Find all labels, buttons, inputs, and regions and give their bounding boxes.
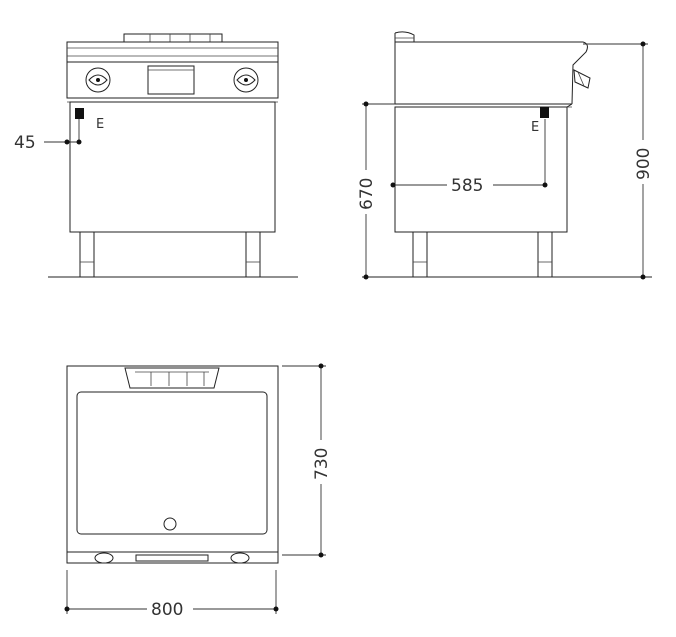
top-drawer-handle [135, 554, 209, 562]
front-leg-left [79, 231, 95, 278]
front-view: E 45 [14, 33, 298, 278]
dim-900-label: 900 [634, 148, 654, 180]
side-knob-icon [573, 69, 591, 89]
front-marker-label: E [96, 117, 104, 132]
side-leg-left [412, 231, 428, 278]
front-connection-marker [75, 108, 84, 119]
top-knob-left-icon [94, 552, 114, 564]
front-drawer [147, 65, 195, 95]
dim-670-label: 670 [357, 178, 377, 210]
dim-45-label: 45 [14, 133, 36, 153]
side-view: E 585 670 900 [357, 31, 654, 280]
top-back-vent [124, 367, 220, 389]
side-leg-right [537, 231, 553, 278]
dim-730-label: 730 [312, 448, 332, 480]
top-outline [66, 365, 279, 564]
side-marker-label: E [531, 120, 539, 135]
knob-right-icon [233, 67, 259, 93]
top-drain-icon [163, 517, 177, 531]
top-knob-right-icon [230, 552, 250, 564]
dim-585-label: 585 [451, 176, 483, 196]
side-top-profile [394, 31, 588, 105]
side-body [394, 106, 568, 233]
top-cooking-plate [76, 391, 268, 535]
front-leg-right [245, 231, 261, 278]
dim-800-label: 800 [151, 600, 183, 620]
side-connection-marker [540, 107, 549, 118]
knob-left-icon [85, 67, 111, 93]
front-back-splash [123, 33, 223, 43]
front-top-plate [66, 41, 279, 63]
front-body [69, 101, 276, 233]
top-view: 730 800 [64, 363, 332, 620]
